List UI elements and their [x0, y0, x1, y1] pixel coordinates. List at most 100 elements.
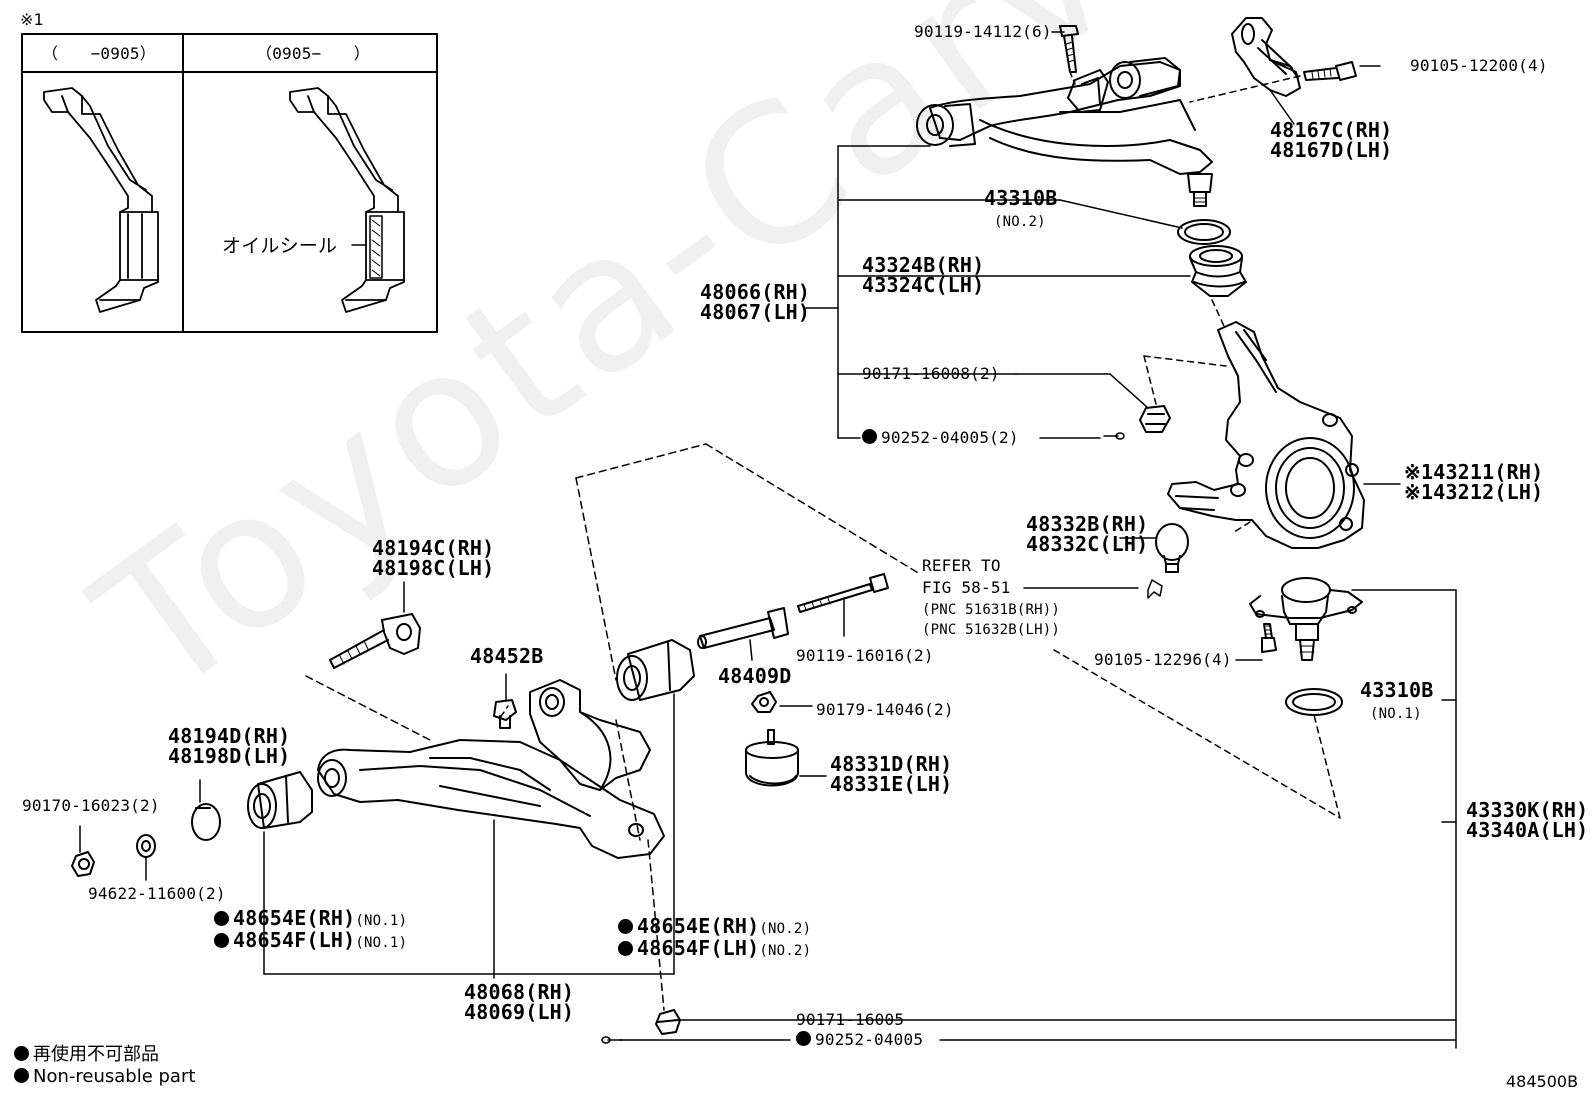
- leader-lines: [79, 31, 1457, 1049]
- label-bush-rear-note-2: (NO.2): [759, 943, 812, 959]
- bottom-castle-nut: [655, 1009, 681, 1035]
- label-bush-front-note-2: (NO.1): [355, 935, 408, 951]
- upper-control-arm: [916, 57, 1213, 207]
- label-bush-front-note-1: (NO.1): [355, 913, 408, 929]
- non-reusable-dot: [214, 911, 229, 926]
- long-bolt: [797, 573, 889, 613]
- label-knuckle-lh: ※143212(LH): [1404, 480, 1544, 504]
- inset-mark: ※1: [20, 10, 44, 29]
- label-upper-pin: 90252-04005(2): [862, 428, 1019, 448]
- label-refer-1: REFER TO: [922, 556, 1001, 575]
- label-upper-dust-seal: 43310B: [984, 186, 1058, 210]
- label-knuckle-rh: ※143211(RH): [1404, 460, 1544, 484]
- label-bush-rear-lh-text: 48654F(LH): [637, 936, 760, 960]
- cam-plate: [191, 803, 221, 841]
- inset-knuckle-left: [43, 87, 159, 313]
- label-lower-arm-lh: 48069(LH): [464, 1000, 575, 1024]
- label-bracket-lh: 48167D(LH): [1270, 138, 1393, 162]
- non-reusable-dot: [14, 1068, 29, 1083]
- label-cam-bolt-rh: 48194C(RH): [372, 536, 495, 560]
- label-lower-joint-lh: 43340A(LH): [1466, 818, 1589, 842]
- label-upper-bolt: 90119-14112(6): [914, 22, 1052, 41]
- label-bush-front-lh: 48654F(LH)(NO.1): [214, 930, 407, 953]
- label-cap-lh: 48332C(LH): [1026, 532, 1149, 556]
- lower-joint-bolt: [1261, 623, 1277, 653]
- label-upper-pin-text: 90252-04005(2): [881, 428, 1019, 447]
- pivot-shaft: [697, 607, 789, 649]
- label-lower-arm-rh: 48068(RH): [464, 980, 575, 1004]
- label-refer-2: FIG 58-51: [922, 578, 1011, 597]
- arm-bracket: [1231, 17, 1301, 97]
- label-small-nut: 90179-14046(2): [816, 700, 954, 719]
- label-bottom-pin-text: 90252-04005: [815, 1030, 924, 1049]
- label-bush-front-rh: 48654E(RH)(NO.1): [214, 908, 407, 931]
- non-reusable-dot: [214, 933, 229, 948]
- small-nut: [751, 691, 777, 713]
- lower-control-arm: [317, 679, 665, 859]
- label-washer: 94622-11600(2): [88, 884, 226, 903]
- label-bush-front-rh-text: 48654E(RH): [233, 906, 356, 930]
- lower-arm-washer: [136, 834, 156, 858]
- label-bush-rear-lh: 48654F(LH)(NO.2): [618, 938, 811, 961]
- inset-knuckle-right: [289, 87, 405, 313]
- label-bumper-lh: 48331E(LH): [830, 772, 953, 796]
- label-shaft: 48409D: [718, 664, 792, 688]
- non-reusable-dot: [796, 1031, 811, 1046]
- label-refer-3: (PNC 51631B(RH)): [922, 602, 1061, 618]
- upper-castle-nut: [1103, 355, 1227, 440]
- label-boot-lh: 43324C(LH): [862, 273, 985, 297]
- label-bracket-bolt: 90105-12200(4): [1410, 56, 1548, 75]
- legend-en: Non-reusable part: [14, 1066, 195, 1087]
- non-reusable-dot: [618, 919, 633, 934]
- lower-dust-seal: [1285, 688, 1343, 716]
- cam-bolt: [329, 613, 421, 669]
- non-reusable-dot: [862, 429, 877, 444]
- label-bottom-nut: 90171-16005: [796, 1010, 905, 1029]
- dust-cap: [1147, 523, 1189, 599]
- label-bumper-rh: 48331D(RH): [830, 752, 953, 776]
- non-reusable-dot: [618, 941, 633, 956]
- legend-en-text: Non-reusable part: [33, 1066, 196, 1087]
- oil-seal-label: オイルシール: [222, 235, 338, 257]
- label-long-bolt: 90119-16016(2): [796, 646, 934, 665]
- stopper: [493, 699, 517, 729]
- label-lower-nut: 90170-16023(2): [22, 796, 160, 815]
- lower-arm-nut: [71, 851, 95, 877]
- label-refer-4: (PNC 51632B(LH)): [922, 622, 1061, 638]
- upper-bolt: [1059, 25, 1079, 85]
- label-lower-dust-seal-note: (NO.1): [1370, 706, 1422, 722]
- label-cam-bolt-lh: 48198C(LH): [372, 556, 495, 580]
- label-upper-arm-rh: 48066(RH): [700, 280, 811, 304]
- label-bush-rear-rh: 48654E(RH)(NO.2): [618, 916, 811, 939]
- label-upper-dust-seal-note: (NO.2): [994, 214, 1046, 230]
- inset-col-left: （ −0905）: [42, 44, 156, 63]
- bump-stopper: [745, 729, 799, 787]
- label-cap-rh: 48332B(RH): [1026, 512, 1149, 536]
- non-reusable-dot: [14, 1046, 29, 1061]
- label-lower-dust-seal: 43310B: [1360, 678, 1434, 702]
- bushing-no2: [616, 639, 695, 701]
- figure-id: 484500B: [1506, 1072, 1579, 1091]
- legend-jp: 再使用不可部品: [14, 1040, 159, 1066]
- legend-jp-text: 再使用不可部品: [33, 1044, 159, 1065]
- label-lower-joint-rh: 43330K(RH): [1466, 798, 1589, 822]
- label-lower-joint-bolt: 90105-12296(4): [1094, 650, 1232, 669]
- label-cam-plate-rh: 48194D(RH): [168, 724, 291, 748]
- label-cam-plate-lh: 48198D(LH): [168, 744, 291, 768]
- label-upper-nut: 90171-16008(2): [862, 364, 1000, 383]
- inset-box: [21, 33, 438, 333]
- label-bush-rear-note-1: (NO.2): [759, 921, 812, 937]
- label-bush-rear-rh-text: 48654E(RH): [637, 914, 760, 938]
- label-bracket-rh: 48167C(RH): [1270, 118, 1393, 142]
- bottom-cotter-pin: [601, 1036, 623, 1044]
- label-boot-rh: 43324B(RH): [862, 253, 985, 277]
- ball-joint-boot: [1189, 245, 1247, 327]
- label-bottom-pin: 90252-04005: [796, 1030, 923, 1050]
- bracket-bolt: [1189, 61, 1357, 103]
- lower-ball-joint: [1249, 577, 1363, 661]
- bushing-no1: [247, 771, 313, 829]
- upper-dust-seal: [1177, 219, 1231, 245]
- dashed-guides: [305, 443, 921, 1011]
